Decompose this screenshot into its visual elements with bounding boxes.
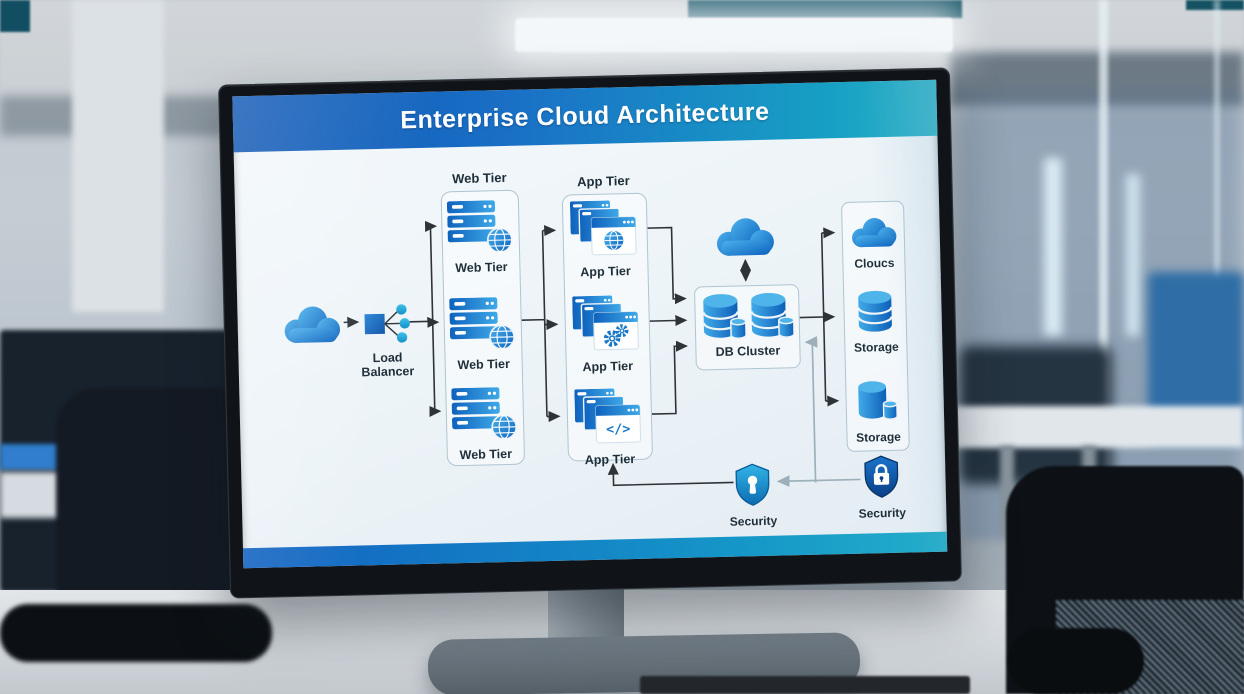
bottom-accent-strip [242, 531, 948, 569]
svg-text:</>: </> [606, 421, 631, 438]
node-clouds: Cloucs [842, 213, 905, 272]
node-app-tier-2: App Tier [566, 295, 648, 375]
storage-barrel-icon [854, 379, 901, 429]
keyboard [640, 676, 970, 694]
server-globe-icon [451, 387, 518, 446]
load-balancer-icon [361, 301, 412, 351]
node-label: App Tier [580, 264, 631, 280]
database-cluster-icon [700, 290, 795, 342]
storage-cylinder-icon [855, 289, 896, 339]
shield-keyhole-icon [733, 463, 772, 513]
white-pillar [72, 0, 164, 312]
app-windows-code-icon: </> [574, 388, 643, 451]
node-security-1: Security [722, 463, 784, 530]
ceiling-light-fixture [515, 18, 953, 52]
cloud-icon [845, 213, 902, 255]
web-tier-header: Web Tier [451, 169, 507, 187]
node-label: App Tier [584, 451, 636, 468]
node-label: Web Tier [455, 259, 508, 276]
left-desk-blue-strip [0, 444, 62, 470]
app-windows-globe-icon [569, 200, 639, 263]
chair-armrest-left [0, 604, 272, 662]
node-label: Storage [853, 339, 899, 355]
node-storage-1: Storage [844, 289, 908, 356]
cloud-icon [276, 300, 347, 352]
node-label: Web Tier [459, 446, 513, 463]
shield-lock-icon [862, 455, 901, 505]
node-app-tier-3: </> App Tier [568, 388, 650, 468]
diagram-title: Enterprise Cloud Architecture [399, 97, 770, 134]
node-db-cluster: DB Cluster [694, 284, 801, 360]
node-cloud-top [707, 211, 782, 264]
node-label: Storage [856, 429, 902, 445]
cloud-icon [707, 211, 782, 264]
node-web-tier-3: Web Tier [441, 386, 529, 462]
node-web-tier-1: Web Tier [437, 200, 525, 276]
node-storage-2: Storage [846, 379, 910, 446]
monitor: Web Tier App Tier Load Balancer [218, 67, 962, 599]
title-banner: Enterprise Cloud Architecture [232, 79, 938, 153]
node-label: Web Tier [457, 356, 511, 373]
node-label: App Tier [582, 358, 634, 375]
monitor-screen: Web Tier App Tier Load Balancer [232, 79, 948, 569]
ceiling-panel-corner [0, 0, 30, 32]
app-tier-header: App Tier [577, 173, 630, 190]
node-label: Cloucs [854, 255, 895, 271]
server-globe-icon [449, 297, 516, 356]
server-globe-icon [446, 200, 514, 259]
node-load-balancer [359, 301, 414, 351]
ceiling-panel-top [688, 0, 962, 18]
window-light-strip [1044, 158, 1062, 336]
chair-armrest-foreground [1008, 628, 1144, 694]
node-internet-cloud [275, 300, 348, 352]
ceiling-beam-right [950, 52, 1244, 106]
glass-partition-edge-2 [1214, 0, 1220, 300]
node-web-tier-2: Web Tier [439, 297, 527, 373]
node-label: Security [729, 513, 778, 529]
node-security-2: Security [851, 454, 913, 521]
background-desk-right [954, 406, 1244, 448]
load-balancer-label: Load Balancer [361, 350, 415, 380]
glass-partition-edge [1099, 0, 1108, 560]
node-label: Security [858, 505, 907, 521]
node-label: DB Cluster [715, 343, 781, 360]
app-windows-gears-icon [572, 295, 641, 358]
window-light-strip-2 [1126, 174, 1140, 336]
node-app-tier-1: App Tier [564, 200, 646, 280]
